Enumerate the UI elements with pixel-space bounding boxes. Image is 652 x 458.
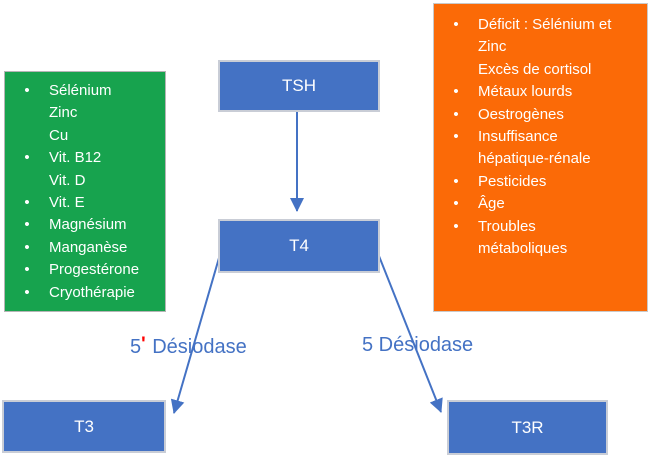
- list-item: • Pesticides: [434, 171, 647, 193]
- prime-mark: ': [141, 334, 147, 355]
- list-item-label: Vit. E: [49, 194, 85, 212]
- list-item: • Progestérone: [5, 259, 165, 281]
- node-tsh: TSH: [218, 60, 380, 112]
- bullet-icon: [434, 59, 478, 81]
- list-item-label: Excès de cortisol: [478, 60, 592, 78]
- bullet-icon: [5, 170, 49, 192]
- list-item-label: Sélénium: [49, 82, 112, 99]
- bullet-icon: •: [24, 216, 30, 234]
- list-item-label: Cu: [49, 126, 69, 144]
- list-item: • Déficit : Sélénium et: [434, 14, 647, 36]
- list-item: • Cryothérapie: [5, 282, 165, 304]
- list-item: • Troubles: [434, 216, 647, 238]
- bullet-icon: •: [24, 82, 30, 99]
- arrow-t4-to-t3r: [376, 250, 443, 413]
- list-item: • Âge: [434, 193, 647, 215]
- list-item-label: Zinc: [478, 38, 507, 56]
- bullet-icon: •: [24, 194, 30, 212]
- arrow-t4-to-t3: [170, 250, 222, 414]
- list-item: métaboliques: [434, 238, 647, 260]
- list-item-label: Âge: [478, 195, 505, 213]
- list-item-label: Troubles: [478, 217, 536, 235]
- bullet-icon: •: [453, 172, 459, 190]
- cofactors-panel-green: • Sélénium Zinc Cu • Vit. B12 Vit. D: [4, 71, 166, 312]
- bullet-icon: [434, 238, 478, 260]
- inhibitors-panel-orange: • Déficit : Sélénium et Zinc Excès de co…: [433, 3, 648, 312]
- list-item-label: Vit. B12: [49, 149, 102, 167]
- list-item: • Magnésium: [5, 214, 165, 236]
- bullet-icon: •: [453, 105, 459, 123]
- list-item-label: Progestérone: [49, 261, 140, 279]
- bullet-icon: •: [453, 128, 459, 146]
- list-item-label: Vit. D: [49, 171, 86, 189]
- label-5-desiodase: 5 Désiodase: [362, 334, 474, 356]
- list-item: Vit. D: [5, 170, 165, 192]
- bullet-icon: •: [453, 83, 459, 101]
- list-item-label: Métaux lourds: [478, 83, 573, 101]
- bullet-icon: •: [453, 195, 459, 213]
- list-item-label: Pesticides: [478, 172, 547, 190]
- list-item-label: Insuffisance: [478, 128, 558, 146]
- list-item: Zinc: [5, 102, 165, 124]
- bullet-icon: [434, 36, 478, 58]
- list-item-label: Cryothérapie: [49, 283, 135, 301]
- list-item-label: Déficit : Sélénium et: [478, 16, 612, 33]
- list-item: • Insuffisance: [434, 126, 647, 148]
- bullet-icon: •: [453, 16, 459, 33]
- list-item-label: Manganèse: [49, 238, 128, 256]
- list-item: • Métaux lourds: [434, 81, 647, 103]
- list-item: Excès de cortisol: [434, 59, 647, 81]
- bullet-icon: [5, 125, 49, 147]
- enzyme-name: Désiodase: [146, 336, 247, 358]
- list-item: Cu: [5, 125, 165, 147]
- bullet-icon: •: [24, 261, 30, 279]
- list-item-label: Magnésium: [49, 216, 127, 234]
- list-item-label: Zinc: [49, 104, 78, 122]
- bullet-icon: •: [24, 283, 30, 301]
- list-item: • Vit. E: [5, 192, 165, 214]
- node-t3r: T3R: [447, 400, 608, 455]
- list-item-label: hépatique-rénale: [478, 150, 591, 168]
- list-item: • Manganèse: [5, 237, 165, 259]
- bullet-icon: •: [24, 238, 30, 256]
- list-item: • Vit. B12: [5, 147, 165, 169]
- list-item: hépatique-rénale: [434, 148, 647, 170]
- node-t3: T3: [2, 400, 166, 453]
- bullet-icon: [434, 148, 478, 170]
- node-t4: T4: [218, 219, 380, 273]
- list-item: • Sélénium: [5, 80, 165, 102]
- list-item-label: métaboliques: [478, 240, 568, 258]
- list-item-label: Oestrogènes: [478, 105, 564, 123]
- label-5prime-desiodase: 5' Désiodase: [130, 334, 247, 359]
- enzyme-number: 5: [130, 336, 142, 358]
- list-item: Zinc: [434, 36, 647, 58]
- bullet-icon: •: [24, 149, 30, 167]
- list-item: • Oestrogènes: [434, 104, 647, 126]
- bullet-icon: [5, 102, 49, 124]
- bullet-icon: •: [453, 217, 459, 235]
